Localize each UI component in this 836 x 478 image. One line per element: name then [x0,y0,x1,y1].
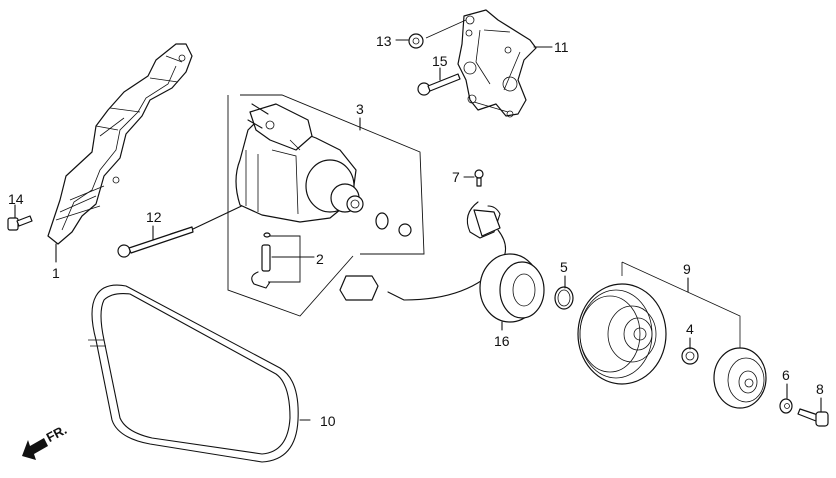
flange-nut-icon [395,33,424,49]
compressor-icon [235,103,364,223]
bolt-icon [797,397,829,427]
callout-14: 14 [8,191,24,207]
long-bolt-icon [117,201,251,258]
callout-1: 1 [52,265,60,281]
callout-5: 5 [560,259,568,275]
screw-icon [463,169,484,187]
callout-12: 12 [146,209,162,225]
callout-6: 6 [782,367,790,383]
pulley-icon [577,283,667,385]
drive-belt-icon [88,284,311,463]
callout-15: 15 [432,53,448,69]
o-ring-icon [375,212,412,237]
callout-3: 3 [356,101,364,117]
snap-ring-icon [554,275,574,310]
shim-icon [681,337,699,365]
callout-11: 11 [554,39,569,55]
callout-13: 13 [376,33,392,49]
relief-valve-icon [251,232,315,289]
compressor-bracket-icon [425,9,553,118]
flange-bolt-15-icon [417,67,461,96]
callout-9: 9 [683,261,691,277]
compressor-assembly-bracket [227,94,425,317]
callout-4: 4 [686,321,694,337]
callout-8: 8 [816,381,824,397]
heat-shield-bracket-icon [47,43,193,263]
armature-plate-icon [713,347,767,409]
field-coil-icon [339,201,545,331]
callout-7: 7 [452,169,460,185]
washer-icon [779,383,793,414]
callout-10: 10 [320,413,336,429]
flange-bolt-icon [7,204,33,231]
callout-16: 16 [494,333,510,349]
clutch-set-bracket [621,261,741,350]
front-direction-arrow-icon [22,438,48,460]
callout-2: 2 [316,251,324,267]
